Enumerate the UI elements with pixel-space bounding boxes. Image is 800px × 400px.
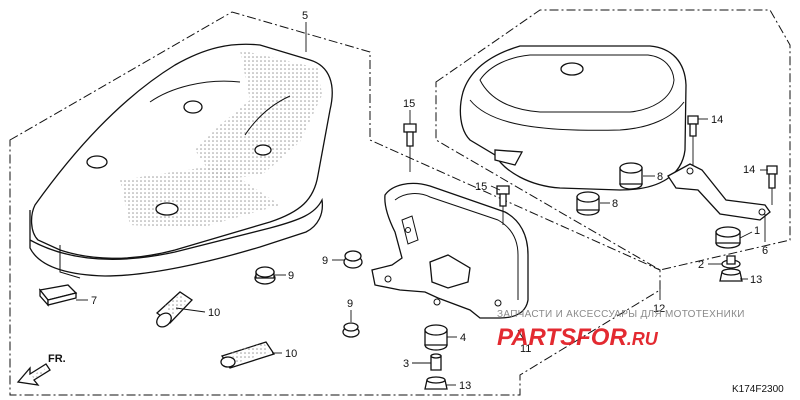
callout-9-c: 9 (347, 298, 353, 310)
watermark-brand-main: PARTSFOR (497, 324, 627, 351)
callout-14-right: 14 (743, 164, 755, 176)
watermark-brand-suffix: .RU (627, 329, 659, 349)
seat-rubber-block-part[interactable] (38, 284, 78, 307)
collar-part[interactable] (715, 226, 741, 249)
cowl-assembly-boundary (435, 9, 791, 271)
callout-2: 2 (698, 259, 704, 271)
callout-15-lower: 15 (475, 181, 487, 193)
stay-plate-part[interactable] (667, 163, 771, 221)
grommet-part-c[interactable] (342, 322, 360, 338)
front-direction-label: FR. (48, 353, 66, 365)
callout-labels: 5 15 15 14 14 8 8 1 6 2 13 12 7 10 10 9 … (91, 10, 768, 392)
callout-4: 4 (460, 332, 466, 344)
damper-part-b[interactable] (576, 191, 600, 216)
callout-10-upper: 10 (208, 307, 220, 319)
collar-part-3[interactable] (430, 353, 442, 371)
watermark-brand: PARTSFOR.RU (497, 324, 659, 351)
nut-part-lower[interactable] (424, 376, 448, 390)
callout-9-a: 9 (288, 270, 294, 282)
callout-11: 11 (520, 343, 531, 355)
diagram-code: K174F2300 (732, 384, 784, 395)
callout-13-lower: 13 (459, 380, 471, 392)
callout-6: 6 (762, 245, 768, 257)
seat-wing-logo-pattern (195, 50, 322, 180)
bolt-part-14-left[interactable] (687, 115, 699, 137)
seat-cowl-part[interactable] (459, 45, 687, 191)
watermark-tagline: ЗАПЧАСТИ И АКСЕССУАРЫ ДЛЯ МОТОТЕХНИКИ (497, 309, 745, 320)
cushion-part-upper[interactable] (154, 291, 194, 330)
seat-assembly-boundary (9, 11, 661, 396)
seat-part[interactable] (29, 43, 333, 279)
callout-10-lower: 10 (285, 348, 297, 360)
callout-14-left: 14 (711, 114, 723, 126)
grommet-part-b[interactable] (343, 250, 363, 269)
callout-1: 1 (754, 225, 760, 237)
grommet-part-4[interactable] (424, 324, 448, 351)
damper-part-a[interactable] (619, 162, 643, 190)
callout-15-upper: 15 (403, 98, 415, 110)
nut-part-right[interactable] (719, 268, 743, 282)
callout-13-right: 13 (750, 274, 762, 286)
callout-7: 7 (91, 295, 97, 307)
cushion-part-lower[interactable] (220, 341, 276, 369)
seat-base-bracket-part[interactable] (371, 182, 529, 319)
bolt-part-15-upper[interactable] (403, 123, 417, 147)
callout-3: 3 (403, 358, 409, 370)
front-direction-arrow: FR. (16, 353, 66, 386)
callout-8-upper: 8 (657, 171, 663, 183)
washer-part-right[interactable] (721, 255, 741, 269)
bolt-part-15-lower[interactable] (496, 185, 510, 207)
callout-9-b: 9 (322, 255, 328, 267)
callout-8-lower: 8 (612, 198, 618, 210)
callout-12: 12 (653, 303, 665, 315)
leader-lines (76, 22, 773, 386)
grommet-part-a[interactable] (254, 266, 276, 285)
bolt-part-14-right[interactable] (766, 165, 778, 189)
watermark: ЗАПЧАСТИ И АКСЕССУАРЫ ДЛЯ МОТОТЕХНИКИ PA… (497, 309, 745, 351)
callout-5: 5 (302, 10, 308, 22)
